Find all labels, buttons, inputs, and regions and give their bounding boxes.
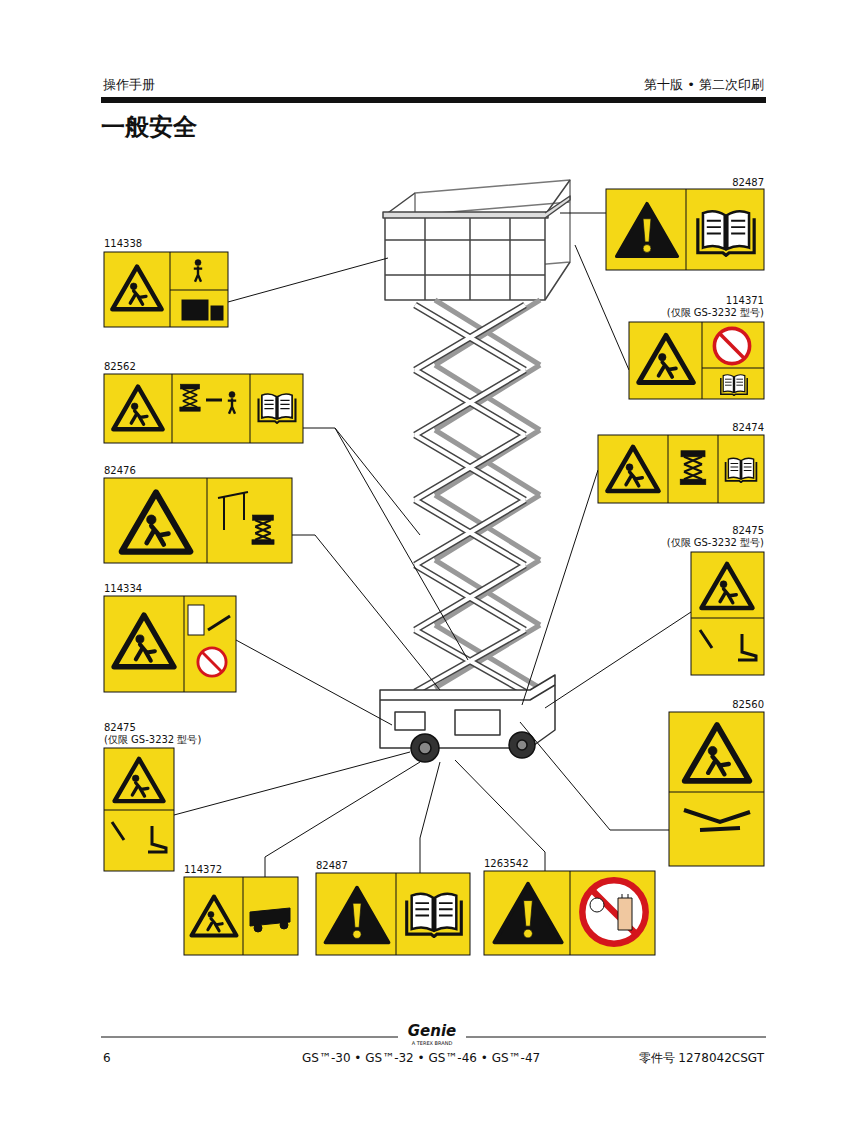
safety-decal: 114372 — [184, 864, 298, 955]
header-text: 操作手册 — [103, 77, 155, 93]
page-title: 一般安全 — [101, 113, 197, 142]
safety-decal: 114334 — [104, 583, 236, 692]
safety-decal: 82487 — [316, 860, 470, 955]
decal-number: 82475 — [104, 722, 224, 734]
decal-number: 82476 — [104, 465, 292, 477]
safety-decal: 82474 — [598, 422, 764, 503]
decal-number: 82562 — [104, 361, 303, 373]
safety-decal: 82487 — [606, 177, 764, 270]
decal-number: 114338 — [104, 238, 228, 250]
safety-decal: 82475(仅限 GS-3232 型号) — [104, 722, 224, 871]
decal-number: 1263542 — [484, 858, 655, 870]
safety-decal: 82560 — [669, 699, 764, 866]
decal-number: 82487 — [316, 860, 470, 872]
decal-number: 82474 — [598, 422, 764, 434]
safety-decal: 114371(仅限 GS-3232 型号) — [629, 295, 764, 399]
model-note: (仅限 GS-3232 型号) — [104, 734, 224, 746]
model-names: GS™-30 • GS™-32 • GS™-46 • GS™-47 — [302, 1051, 540, 1065]
safety-decal: 82476 — [104, 465, 292, 563]
header-text: 第十版 • 第二次印刷 — [644, 77, 764, 93]
page-number: 6 — [103, 1051, 111, 1065]
part-number: 零件号 1278042CSGT — [639, 1051, 764, 1065]
safety-decal: 82562 — [104, 361, 303, 443]
decal-number: 114372 — [184, 864, 298, 876]
safety-decal: 1263542 — [484, 858, 655, 955]
decal-number: 114334 — [104, 583, 236, 595]
safety-decal: 114338 — [104, 238, 228, 327]
brand-logo: Genie — [408, 1022, 456, 1040]
model-note: (仅限 GS-3232 型号) — [650, 537, 764, 549]
safety-decal: 82475(仅限 GS-3232 型号) — [650, 525, 764, 675]
decal-number: 82560 — [669, 699, 764, 711]
brand-tagline: A TEREX BRAND — [412, 1040, 453, 1046]
decal-number: 82487 — [606, 177, 764, 189]
decal-number: 82475 — [650, 525, 764, 537]
model-note: (仅限 GS-3232 型号) — [629, 307, 764, 319]
decal-number: 114371 — [629, 295, 764, 307]
